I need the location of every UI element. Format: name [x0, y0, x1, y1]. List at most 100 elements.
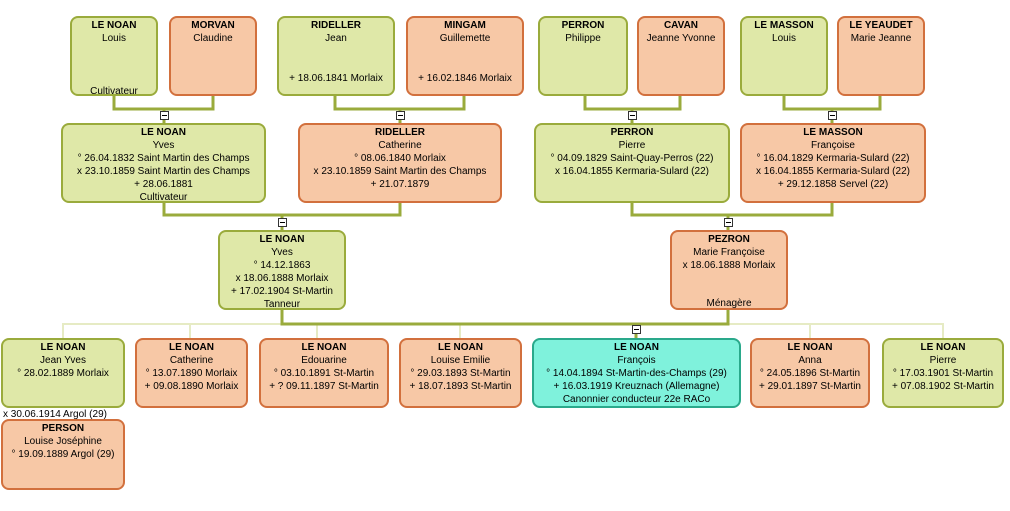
person-details: + 18.06.1841 Morlaix [279, 72, 393, 85]
person-detail-line: ° 19.09.1889 Argol (29) [11, 449, 115, 460]
person-detail-line: ° 24.05.1896 St-Martin [759, 368, 861, 379]
person-given-name: Claudine [193, 33, 233, 44]
person-detail-line: + 18.06.1841 Morlaix [289, 73, 383, 84]
person-detail-line: + 16.03.1919 Kreuznach (Allemagne) [553, 381, 720, 392]
person-card-edouarine[interactable]: LE NOAN Edouarine ° 03.10.1891 St-Martin + … [259, 338, 389, 408]
person-detail-line: ° 14.12.1863 [253, 260, 311, 271]
collapse-toggle-icon[interactable] [278, 218, 287, 227]
person-given-name: Yves [271, 247, 293, 258]
person-surname: LE NOAN [438, 342, 483, 353]
person-detail-line: ° 08.06.1840 Morlaix [354, 153, 446, 164]
person-detail-line: + 16.02.1846 Morlaix [418, 73, 512, 84]
person-surname: LE NOAN [301, 342, 347, 353]
person-detail-line: + 21.07.1879 [370, 179, 430, 190]
person-card-claudine-morvan[interactable]: MORVAN Claudine [169, 16, 257, 96]
person-given-name: Jeanne Yvonne [646, 33, 716, 44]
person-detail-line: ° 26.04.1832 Saint Martin des Champs [77, 153, 250, 164]
person-given-name: Catherine [378, 140, 422, 151]
person-surname: RIDELLER [375, 127, 425, 138]
person-card-catherine-rideller[interactable]: RIDELLER Catherine ° 08.06.1840 Morlaix x 2… [298, 123, 502, 203]
person-detail-line: Tanneur [263, 299, 301, 310]
person-surname: LE NOAN [259, 234, 305, 245]
person-given-name: Louis [772, 33, 796, 44]
person-surname: LE YEAUDET [849, 20, 913, 31]
person-card-louise-emilie[interactable]: LE NOAN Louise Emilie ° 29.03.1893 St-Mart… [399, 338, 522, 408]
marriage-note: x 30.06.1914 Argol (29) [3, 409, 107, 420]
person-detail-line: ° 04.09.1829 Saint-Quay-Perros (22) [550, 153, 714, 164]
person-detail-line: + 18.07.1893 St-Martin [409, 381, 512, 392]
collapse-toggle-icon[interactable] [828, 111, 837, 120]
person-detail-line: ° 03.10.1891 St-Martin [273, 368, 375, 379]
person-given-name: Anna [798, 355, 822, 366]
person-card-guillemette-mingam[interactable]: MINGAM Guillemette + 16.02.1846 Morlaix [406, 16, 524, 96]
person-detail-line: + ? 09.11.1897 St-Martin [269, 381, 379, 392]
collapse-toggle-icon[interactable] [628, 111, 637, 120]
person-detail-line: ° 14.04.1894 St-Martin-des-Champs (29) [546, 368, 727, 379]
person-surname: LE NOAN [614, 342, 659, 353]
person-card-philippe-perron[interactable]: PERRON Philippe [538, 16, 628, 96]
person-detail-line: x 16.04.1855 Kermaria-Sulard (22) [555, 166, 709, 177]
person-detail-line: x 16.04.1855 Kermaria-Sulard (22) [756, 166, 910, 177]
collapse-toggle-icon[interactable] [632, 325, 641, 334]
person-detail-line: x 18.06.1888 Morlaix [682, 260, 776, 271]
person-given-name: Jean [325, 33, 347, 44]
person-card-marie-pezron[interactable]: PEZRON Marie Françoise x 18.06.1888 Morlai… [670, 230, 788, 310]
person-surname: LE NOAN [40, 342, 86, 353]
person-given-name: Louise Joséphine [24, 436, 102, 447]
person-surname: PEZRON [708, 234, 750, 245]
person-given-name: Jean Yves [40, 355, 86, 366]
person-surname: LE NOAN [141, 127, 186, 138]
person-surname: PERRON [561, 20, 605, 31]
person-given-name: François [617, 355, 656, 366]
collapse-toggle-icon[interactable] [396, 111, 405, 120]
person-card-yves-lenoan-sr[interactable]: LE NOAN Yves ° 26.04.1832 Saint Martin des… [61, 123, 266, 203]
person-occupation: Canonnier conducteur 22e RACo [562, 394, 711, 405]
person-card-louis-lemasson[interactable]: LE MASSON Louis [740, 16, 828, 96]
person-detail-line: + 17.02.1904 St-Martin [230, 286, 333, 297]
person-surname: MORVAN [191, 20, 235, 31]
person-occupation: Cultivateur [90, 86, 138, 96]
person-detail-line: + 29.12.1858 Servel (22) [777, 179, 889, 190]
person-given-name: Philippe [565, 33, 601, 44]
person-detail-line: x 23.10.1859 Saint Martin des Champs [77, 166, 250, 177]
person-given-name: Guillemette [439, 33, 491, 44]
person-surname: LE MASSON [754, 20, 814, 31]
person-surname: LE NOAN [920, 342, 966, 353]
person-surname: MINGAM [444, 20, 486, 31]
person-detail-line: Cultivateur [139, 192, 188, 203]
person-detail-line: ° 17.03.1901 St-Martin [892, 368, 994, 379]
person-given-name: Edouarine [301, 355, 347, 366]
person-given-name: Pierre [929, 355, 957, 366]
person-card-francois[interactable]: LE NOAN François ° 14.04.1894 St-Martin-de… [532, 338, 741, 408]
person-given-name: Louis [102, 33, 126, 44]
person-given-name: Marie Françoise [693, 247, 765, 258]
person-detail-line: ° 29.03.1893 St-Martin [410, 368, 511, 379]
person-given-name: Louise Emilie [430, 355, 491, 366]
person-surname: LE NOAN [169, 342, 214, 353]
person-details: + 16.02.1846 Morlaix [408, 72, 522, 85]
person-card-jean-rideller[interactable]: RIDELLER Jean + 18.06.1841 Morlaix [277, 16, 395, 96]
person-surname: LE MASSON [803, 127, 863, 138]
person-detail-line: x 23.10.1859 Saint Martin des Champs [313, 166, 487, 177]
person-surname: RIDELLER [311, 20, 361, 31]
person-detail-line: + 29.01.1897 St-Martin [758, 381, 861, 392]
person-given-name: Yves [152, 140, 175, 151]
person-given-name: Marie Jeanne [850, 33, 912, 44]
person-detail-line: ° 13.07.1890 Morlaix [145, 368, 238, 379]
person-surname: LE NOAN [91, 20, 137, 31]
person-given-name: Françoise [811, 140, 855, 151]
collapse-toggle-icon[interactable] [724, 218, 733, 227]
collapse-toggle-icon[interactable] [160, 111, 169, 120]
person-card-marie-leyeaudet[interactable]: LE YEAUDET Marie Jeanne [837, 16, 925, 96]
